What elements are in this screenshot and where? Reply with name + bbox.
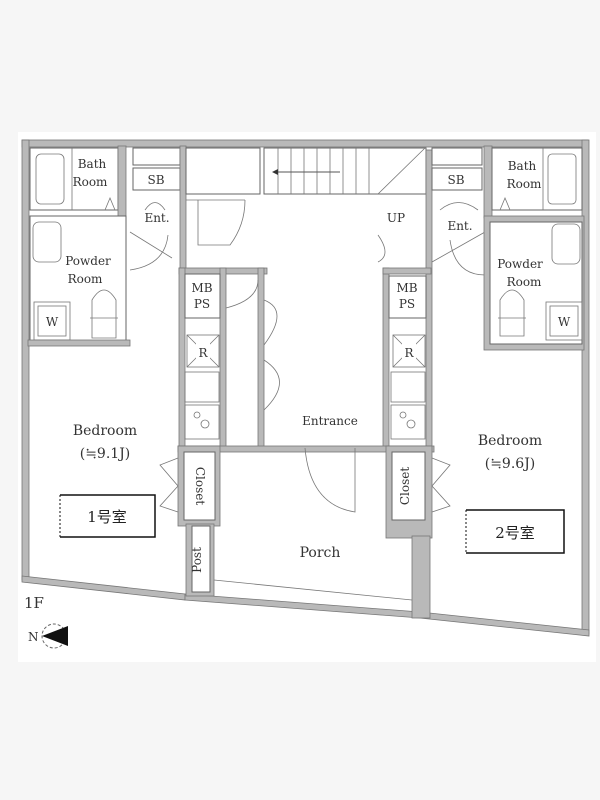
ps-label: PS	[194, 297, 210, 311]
closet-label-2: Closet	[398, 467, 412, 506]
bath-label-3: Bath	[508, 159, 537, 173]
washer-label-2: W	[558, 315, 571, 329]
shoe-box-label: SB	[147, 173, 164, 187]
bedroom-size-2: (≒9.6J)	[485, 456, 536, 472]
unit-2-bath-room: Bath Room	[491, 147, 583, 211]
mb-label-2: MB	[396, 281, 417, 295]
unit-1-tag: 1号室	[59, 494, 156, 538]
unit-2-powder-room: W Powder Room	[483, 215, 585, 351]
unit-2-meter-box: MB PS	[388, 275, 427, 319]
unit-1-kitchen: R	[184, 334, 220, 440]
kitchen-label-2: R	[404, 346, 414, 360]
unit-2-kitchen: R	[390, 334, 426, 440]
entrance-label: Entrance	[302, 414, 358, 428]
ps-label-2: PS	[399, 297, 415, 311]
bath-label-2: Room	[73, 175, 108, 189]
unit-2-tag: 2号室	[465, 509, 565, 554]
closet-label: Closet	[193, 467, 207, 506]
outer-walls	[21, 139, 590, 637]
post: Post	[185, 523, 215, 597]
post-label: Post	[190, 547, 204, 573]
bedroom-label-2: Bedroom	[478, 433, 542, 449]
toilet-icon-2	[499, 289, 525, 337]
bedroom-size: (≒9.1J)	[80, 446, 131, 462]
washer-label: W	[46, 315, 59, 329]
floor-label: 1F	[24, 594, 44, 612]
toilet-icon	[91, 289, 117, 339]
bath-label: Bath	[78, 157, 107, 171]
entry-label-2: Ent.	[447, 219, 472, 233]
unit-1-bath-room: Bath Room	[29, 147, 119, 211]
unit-1-powder-room: W Powder Room	[29, 215, 127, 343]
bedroom-label: Bedroom	[73, 423, 137, 439]
unit-2-closet: Closet	[385, 445, 451, 619]
powder-label-4: Room	[507, 275, 542, 289]
entry-label: Ent.	[144, 211, 169, 225]
stairs-up-label: UP	[387, 211, 405, 225]
kitchen-label: R	[198, 346, 208, 360]
storage	[185, 147, 261, 195]
north-label: N	[28, 630, 39, 644]
unit-1-meter-box: MB PS	[184, 273, 221, 319]
unit-1-entry: SB Ent.	[129, 145, 187, 277]
mb-label: MB	[191, 281, 212, 295]
bath-label-4: Room	[507, 177, 542, 191]
shoe-box-label-2: SB	[447, 173, 464, 187]
porch-label: Porch	[300, 545, 341, 561]
compass-icon: N	[28, 623, 68, 649]
stairs	[263, 147, 427, 195]
powder-label: Powder	[65, 254, 111, 268]
unit-2-bedroom: Bedroom (≒9.6J)	[478, 433, 542, 472]
unit-2-entry: SB Ent.	[431, 147, 486, 276]
unit-1-label: 1号室	[87, 508, 127, 526]
unit-1-bedroom: Bedroom (≒9.1J)	[73, 423, 137, 462]
unit-2-label: 2号室	[495, 524, 535, 542]
plan-sheet	[18, 132, 596, 662]
powder-label-3: Powder	[497, 257, 543, 271]
powder-label-2: Room	[68, 272, 103, 286]
